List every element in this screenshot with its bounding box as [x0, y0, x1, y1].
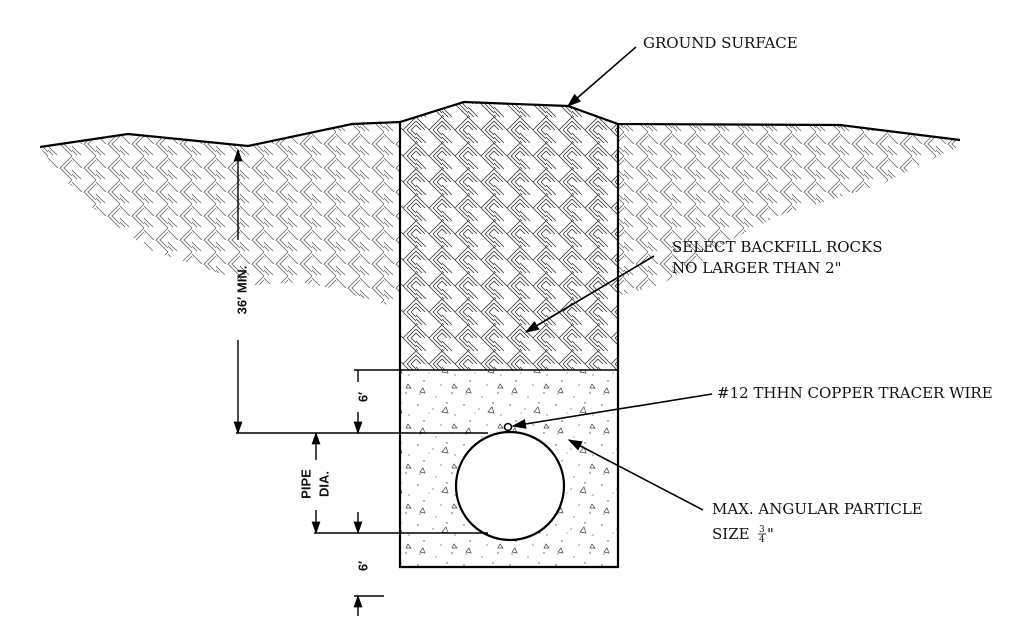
cover-depth-label: 36′ MIN.	[234, 266, 249, 315]
trench-outline	[398, 122, 620, 569]
native-soil-left	[40, 122, 400, 308]
backfill-zone	[400, 102, 618, 370]
pipe-dia-label-2: DIA.	[316, 471, 331, 497]
ground-surface-leader	[566, 46, 637, 107]
ground-surface-line	[39, 100, 961, 149]
particle-leader	[567, 439, 704, 511]
native-soil-right	[618, 125, 960, 296]
bottom-bedding-label: 6′	[355, 561, 370, 571]
backfill-label-line1: SELECT BACKFILL ROCKS	[672, 238, 883, 256]
particle-size-suffix: "	[767, 525, 774, 543]
ground-surface-label: GROUND SURFACE	[643, 34, 798, 52]
tracer-wire-leader	[511, 393, 713, 429]
particle-frac-num: 3	[759, 525, 765, 535]
particle-label-line1: MAX. ANGULAR PARTICLE	[712, 500, 923, 518]
backfill-leader	[524, 255, 655, 333]
particle-label-line2: SIZE	[712, 525, 750, 543]
tracer-wire-label: #12 THHN COPPER TRACER WIRE	[717, 384, 993, 402]
pipe	[454, 430, 566, 542]
pipe-dia-label-1: PIPE	[298, 469, 313, 499]
particle-size-prefix: SIZE	[712, 525, 750, 543]
particle-frac-den: 4	[759, 535, 765, 545]
backfill-label-line2: NO LARGER THAN 2"	[672, 259, 842, 277]
tracer-wire	[503, 422, 513, 432]
top-bedding-label: 6′	[355, 392, 370, 402]
